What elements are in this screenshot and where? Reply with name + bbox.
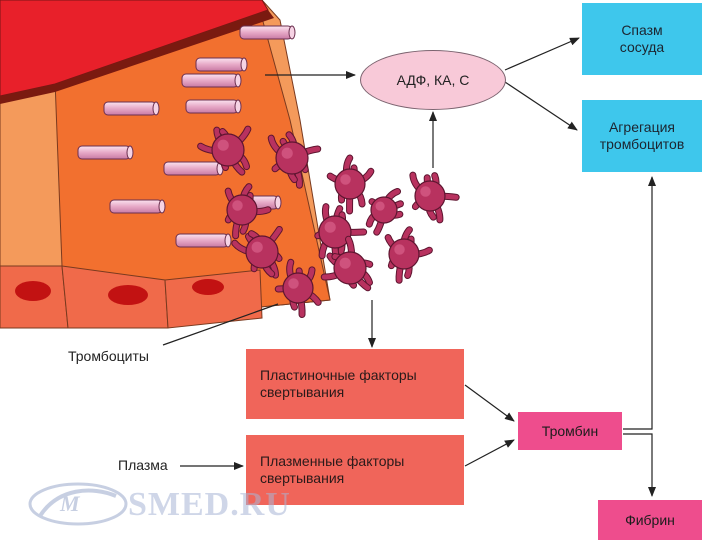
- plasma-factors-box: Плазменные факторы свертывания: [246, 435, 464, 505]
- watermark-text: SMED.RU: [128, 486, 291, 523]
- granules-group: [77, 25, 296, 248]
- granule-capsule-end: [288, 25, 296, 40]
- granule-capsule-end: [234, 73, 242, 88]
- platelet-icon: [384, 226, 433, 284]
- thrombin-box: Тромбин: [518, 412, 622, 450]
- platelet-icon: [365, 187, 404, 236]
- platelet-icon: [197, 125, 252, 176]
- platelet-cluster: [197, 125, 460, 319]
- platelets-label: Тромбоциты: [68, 348, 149, 364]
- cell-nucleus: [108, 285, 148, 305]
- arrow-adf-to-aggregation: [504, 81, 578, 131]
- arrow-adf-to-spasm: [504, 37, 580, 71]
- arrow-thrombin-to-fibrin: [623, 433, 656, 497]
- aggregation-box: Агрегация тромбоцитов: [582, 100, 702, 172]
- plate-factors-box: Пластиночные факторы свертывания: [246, 349, 464, 419]
- plasma-label: Плазма: [118, 457, 168, 473]
- cell-nucleus: [15, 281, 51, 301]
- cell-nucleus: [192, 279, 224, 295]
- connectors: [162, 37, 656, 497]
- granule-capsule-end: [126, 145, 134, 160]
- granule-capsule-icon: [175, 233, 229, 248]
- granule-capsule-icon: [239, 25, 293, 40]
- platelet-icon: [326, 154, 375, 215]
- granule-capsule-end: [152, 101, 160, 116]
- smed-logo-icon: M: [28, 482, 128, 526]
- fibrin-box: Фибрин: [598, 500, 702, 540]
- granule-capsule-icon: [109, 199, 163, 214]
- platelets-pointer-line: [162, 303, 279, 346]
- arrow-plate-to-thrombin: [464, 384, 515, 422]
- platelet-icon: [267, 131, 322, 189]
- granule-capsule-icon: [185, 99, 239, 114]
- granule-capsule-end: [240, 57, 248, 72]
- platelet-icon: [320, 235, 374, 292]
- platelet-icon: [314, 203, 368, 260]
- granule-capsule-icon: [103, 101, 157, 116]
- granule-capsule-icon: [163, 161, 221, 176]
- granule-capsule-icon: [181, 73, 239, 88]
- platelet-icon: [224, 183, 272, 240]
- adf-ellipse: АДФ, КА, С: [360, 50, 506, 110]
- granule-capsule-end: [234, 99, 242, 114]
- arrow-thrombin-to-aggregation: [623, 176, 656, 430]
- granule-capsule-icon: [195, 57, 245, 72]
- platelet-icon: [231, 225, 283, 279]
- granule-capsule-end: [158, 199, 166, 214]
- arrow-plasma-to-thrombin: [464, 439, 515, 467]
- granule-capsule-end: [224, 233, 232, 248]
- svg-text:M: M: [59, 491, 81, 516]
- platelet-icon: [409, 171, 460, 224]
- granule-capsule-icon: [77, 145, 131, 160]
- spasm-box: Спазм сосуда: [582, 3, 702, 75]
- platelet-icon: [274, 258, 322, 319]
- granule-capsule-end: [274, 195, 282, 210]
